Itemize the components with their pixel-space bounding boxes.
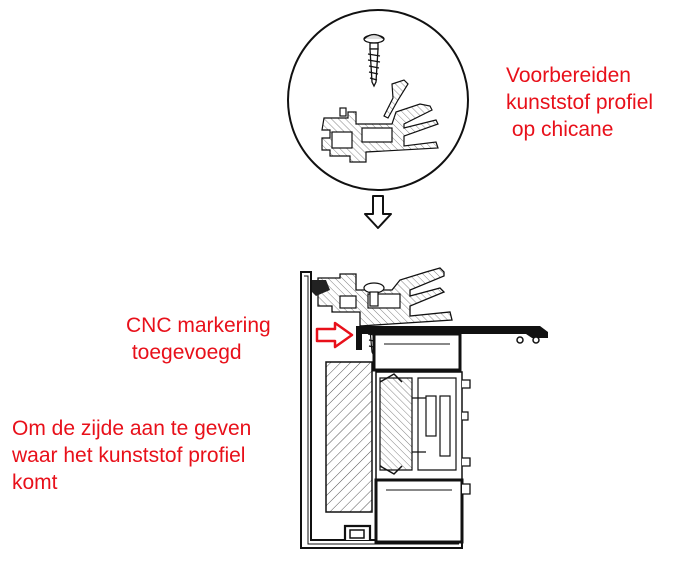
annotation-side-indication: Om de zijde aan te geven waar het kunsts… xyxy=(12,417,252,494)
frame-assembly xyxy=(300,267,548,549)
annotation-cnc-marking: CNC markering toegevoegd xyxy=(126,314,271,364)
annotation-prepare-profile: Voorbereiden kunststof profiel op chican… xyxy=(506,64,654,141)
plastic-profile-detail xyxy=(321,79,439,163)
arrow-right-icon xyxy=(315,321,354,349)
arrow-down-icon xyxy=(364,195,392,229)
screw-icon xyxy=(363,33,385,88)
